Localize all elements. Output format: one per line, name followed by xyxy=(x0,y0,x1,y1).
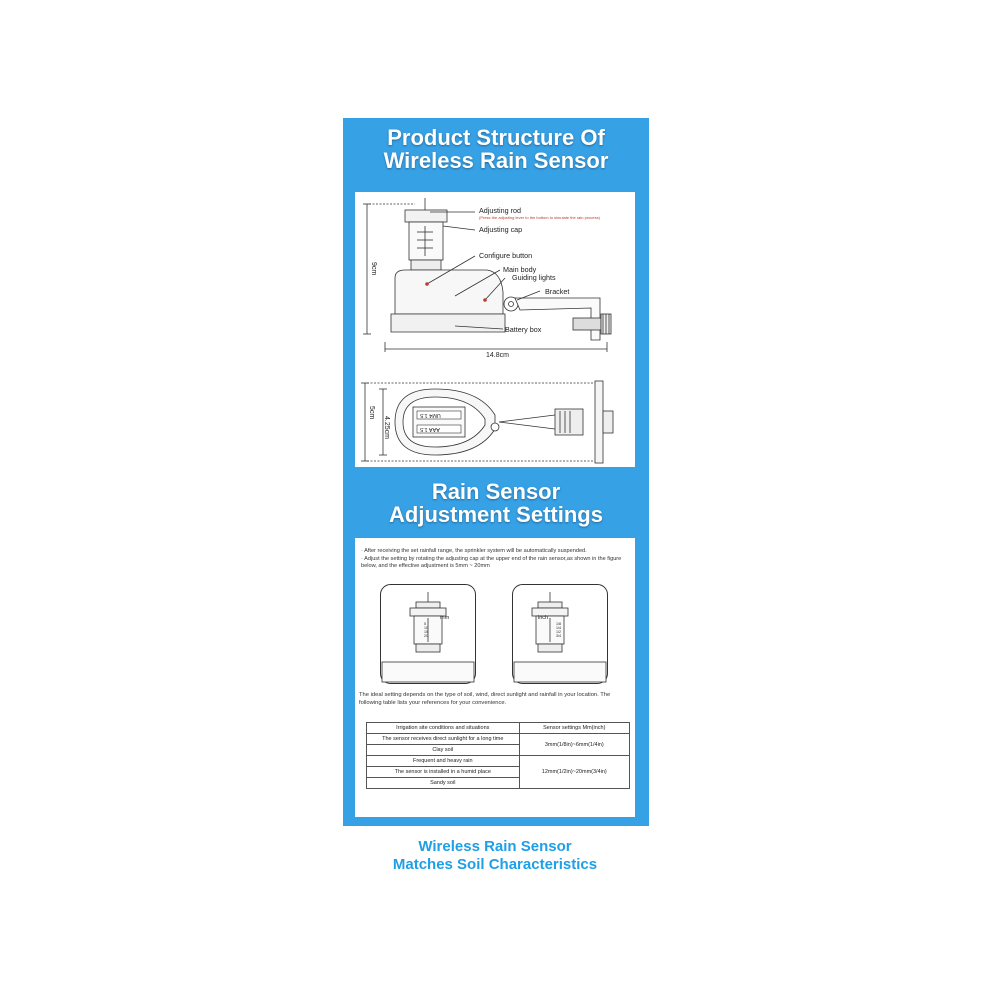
adjustment-title: Rain Sensor Adjustment Settings xyxy=(343,480,649,526)
top-view-drawing xyxy=(361,380,614,464)
table-cell-condition: The sensor receives direct sunlight for … xyxy=(366,733,520,745)
mm-tick: 10 xyxy=(424,626,428,631)
dimension-width: 14.8cm xyxy=(486,352,509,359)
intro-paragraph: The ideal setting depends on the type of… xyxy=(359,692,611,706)
instruction-item: · Adjust the setting by rotating the adj… xyxy=(361,555,622,570)
scale-label-inch: inch xyxy=(538,615,549,621)
side-view-drawing xyxy=(363,198,612,352)
mm-ticks: 5 10 15 20 xyxy=(424,622,428,639)
battery-label-bottom: AAA 1.5 xyxy=(420,426,440,432)
label-battery-box: Battery box xyxy=(505,325,542,334)
scale-label-mm: mm xyxy=(440,615,450,621)
instruction-item: · After receiving the set rainfall range… xyxy=(361,548,587,554)
adjustment-title-line1: Rain Sensor xyxy=(431,479,561,504)
structure-title-line2: Wireless Rain Sensor xyxy=(383,148,609,174)
table-cell-setting: 12mm(1/2in)~20mm(3/4in) xyxy=(518,755,631,789)
footer-line2: Matches Soil Characteristics xyxy=(392,856,598,873)
inch-tick: 1/8 xyxy=(556,622,561,626)
mm-tick: 15 xyxy=(424,630,428,635)
inch-scale-illustration xyxy=(512,584,608,684)
dimension-height: 9cm xyxy=(370,262,377,276)
footer-line1: Wireless Rain Sensor xyxy=(418,838,572,855)
inch-tick: 1/4 xyxy=(556,626,561,631)
label-adjusting-cap: Adjusting cap xyxy=(479,225,523,234)
mm-tick: 5 xyxy=(424,622,426,626)
table-header-row: Irrigation site conditions and situation… xyxy=(366,722,631,734)
table-cell-setting: 3mm(1/8in)~6mm(1/4in) xyxy=(518,733,631,756)
label-main-body: Main body xyxy=(503,265,537,274)
settings-table: Irrigation site conditions and situation… xyxy=(366,722,631,789)
adjustment-title-line2: Adjustment Settings xyxy=(389,502,603,528)
table-cell-condition: Sandy soil xyxy=(366,777,520,789)
table-row: Sandy soil xyxy=(366,777,630,789)
label-guiding-lights: Guiding lights xyxy=(512,273,556,282)
battery-label-top: UM4 1.5 xyxy=(420,412,441,418)
label-adjusting-rod: Adjusting rod xyxy=(479,206,521,215)
mm-tick: 20 xyxy=(424,634,428,639)
label-bracket: Bracket xyxy=(545,287,570,296)
table-header: Sensor settings Mm(inch) xyxy=(518,722,631,734)
table-row: The sensor receives direct sunlight for … xyxy=(366,733,631,756)
label-adjusting-rod-note: (Press the adjusting lever to the bottom… xyxy=(479,215,600,220)
inch-tick: 1/2 xyxy=(556,630,561,635)
table-cell-condition: Frequent and heavy rain xyxy=(366,755,520,767)
inch-ticks: 1/8 1/4 1/2 3/4 xyxy=(556,622,561,639)
dimension-depth-outer: 5cm xyxy=(368,406,375,420)
table-cell-condition: The sensor is installed in a humid place xyxy=(366,766,520,778)
table-cell-condition: Clay soil xyxy=(366,744,520,756)
mm-scale-illustration xyxy=(380,584,476,684)
inch-tick: 3/4 xyxy=(556,634,561,639)
table-row: Frequent and heavy rain 12mm(1/2in)~20mm… xyxy=(366,755,631,789)
instruction-list: · After receiving the set rainfall range… xyxy=(361,548,629,571)
label-configure-button: Configure button xyxy=(479,251,533,260)
dimension-depth-inner: 4.25cm xyxy=(383,416,390,439)
table-header: Irrigation site conditions and situation… xyxy=(366,722,520,734)
structure-title-line1: Product Structure Of xyxy=(387,125,605,150)
structure-title: Product Structure Of Wireless Rain Senso… xyxy=(343,126,649,172)
